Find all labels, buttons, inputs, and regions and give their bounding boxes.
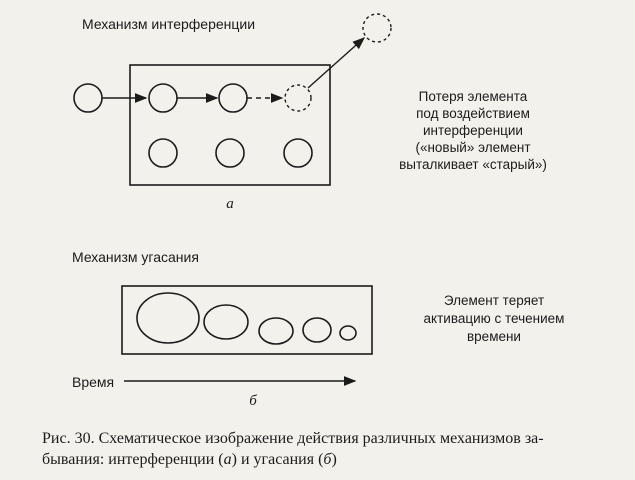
panel-b-note-line: времени <box>467 329 521 344</box>
caption-ref-b: б <box>323 451 332 468</box>
caption-ref-a: а <box>223 451 232 468</box>
weak-activation-ellipse <box>339 325 357 341</box>
panel-a-note-line: Потеря элемента <box>419 89 528 104</box>
fading-activation-ellipse <box>203 304 249 340</box>
panel-a-note-line: интерференции <box>423 123 523 138</box>
panel-a-note: Потеря элемента под воздействием интерфе… <box>399 89 547 172</box>
lost-element-circle <box>362 13 392 43</box>
element-circle <box>148 138 178 168</box>
fading-activation-ellipse <box>258 317 294 345</box>
memory-store-box <box>129 64 331 186</box>
panel-b-note-line: активацию с течением <box>424 311 565 326</box>
displaced-element-circle <box>284 84 312 112</box>
caption-line-1: Рис. 30. Схематическое изображение дейст… <box>42 430 544 447</box>
ejection-arrow <box>307 37 366 89</box>
caption-text: ) и угасания ( <box>231 451 324 468</box>
figure-caption: Рис. 30. Схематическое изображение дейст… <box>42 428 617 470</box>
fading-activation-ellipse <box>302 317 332 343</box>
panel-a-note-line: под воздействием <box>416 106 530 121</box>
panel-a-sublabel: а <box>226 196 234 212</box>
decay-box <box>121 285 373 355</box>
panel-a-title: Механизм интерференции <box>82 16 255 32</box>
panel-a-note-line: выталкивает «старый») <box>399 157 547 172</box>
element-circle <box>283 138 313 168</box>
strong-activation-ellipse <box>136 292 200 344</box>
panel-b-note: Элемент теряет активацию с течением врем… <box>424 293 565 344</box>
panel-a-note-line: («новый» элемент <box>415 140 530 155</box>
caption-text: бывания: интерференции ( <box>42 451 224 468</box>
new-element-circle <box>73 83 103 113</box>
panel-b-title: Механизм угасания <box>72 249 199 265</box>
element-circle <box>218 83 248 113</box>
element-circle <box>215 138 245 168</box>
time-axis-label: Время <box>72 374 114 390</box>
element-circle <box>148 83 178 113</box>
panel-b-sublabel: б <box>249 393 257 409</box>
caption-line-2: бывания: интерференции (а) и угасания (б… <box>42 449 617 470</box>
panel-b-note-line: Элемент теряет <box>444 293 544 308</box>
caption-text: ) <box>331 451 337 468</box>
